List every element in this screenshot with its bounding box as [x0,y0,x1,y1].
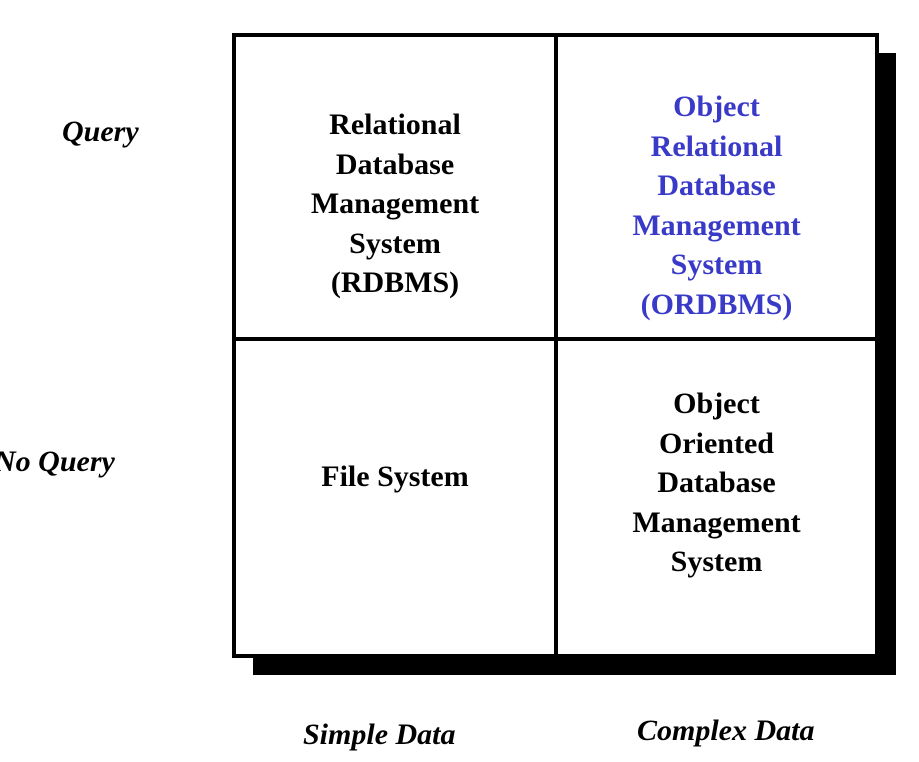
column-label-simple-data: Simple Data [303,718,456,751]
cell-oodbms: Object Oriented Database Management Syst… [558,384,875,582]
quadrant-grid: Relational Database Management System (R… [232,33,879,658]
cell-oodbms-line: System [670,545,763,578]
cell-rdbms-line: System [349,226,441,260]
cell-ordbms-line: Relational [650,129,783,163]
cell-oodbms-line: Oriented [659,426,774,460]
cell-ordbms-line: Management [632,208,801,242]
cell-oodbms-line: Object [673,387,760,420]
cell-rdbms-line: Relational [329,108,461,141]
vertical-divider [554,37,558,654]
cell-ordbms-line: Object [673,90,760,123]
column-label-complex-data: Complex Data [637,714,815,747]
cell-rdbms-line: (RDBMS) [330,266,460,299]
cell-rdbms: Relational Database Management System (R… [236,105,554,303]
cell-ordbms: Object Relational Database Management Sy… [558,87,875,324]
cell-ordbms-line: (ORDBMS) [640,287,793,321]
row-label-query: Query [62,115,139,148]
horizontal-divider [236,337,875,341]
cell-ordbms-line: Database [657,169,776,202]
cell-file-system-line: File System [321,460,469,493]
cell-oodbms-line: Management [632,505,801,539]
row-label-no-query: No Query [0,445,115,478]
cell-rdbms-line: Management [310,187,480,220]
cell-oodbms-line: Database [657,466,776,499]
cell-file-system: File System [236,457,554,497]
cell-ordbms-line: System [670,248,763,281]
cell-rdbms-line: Database [335,147,455,181]
